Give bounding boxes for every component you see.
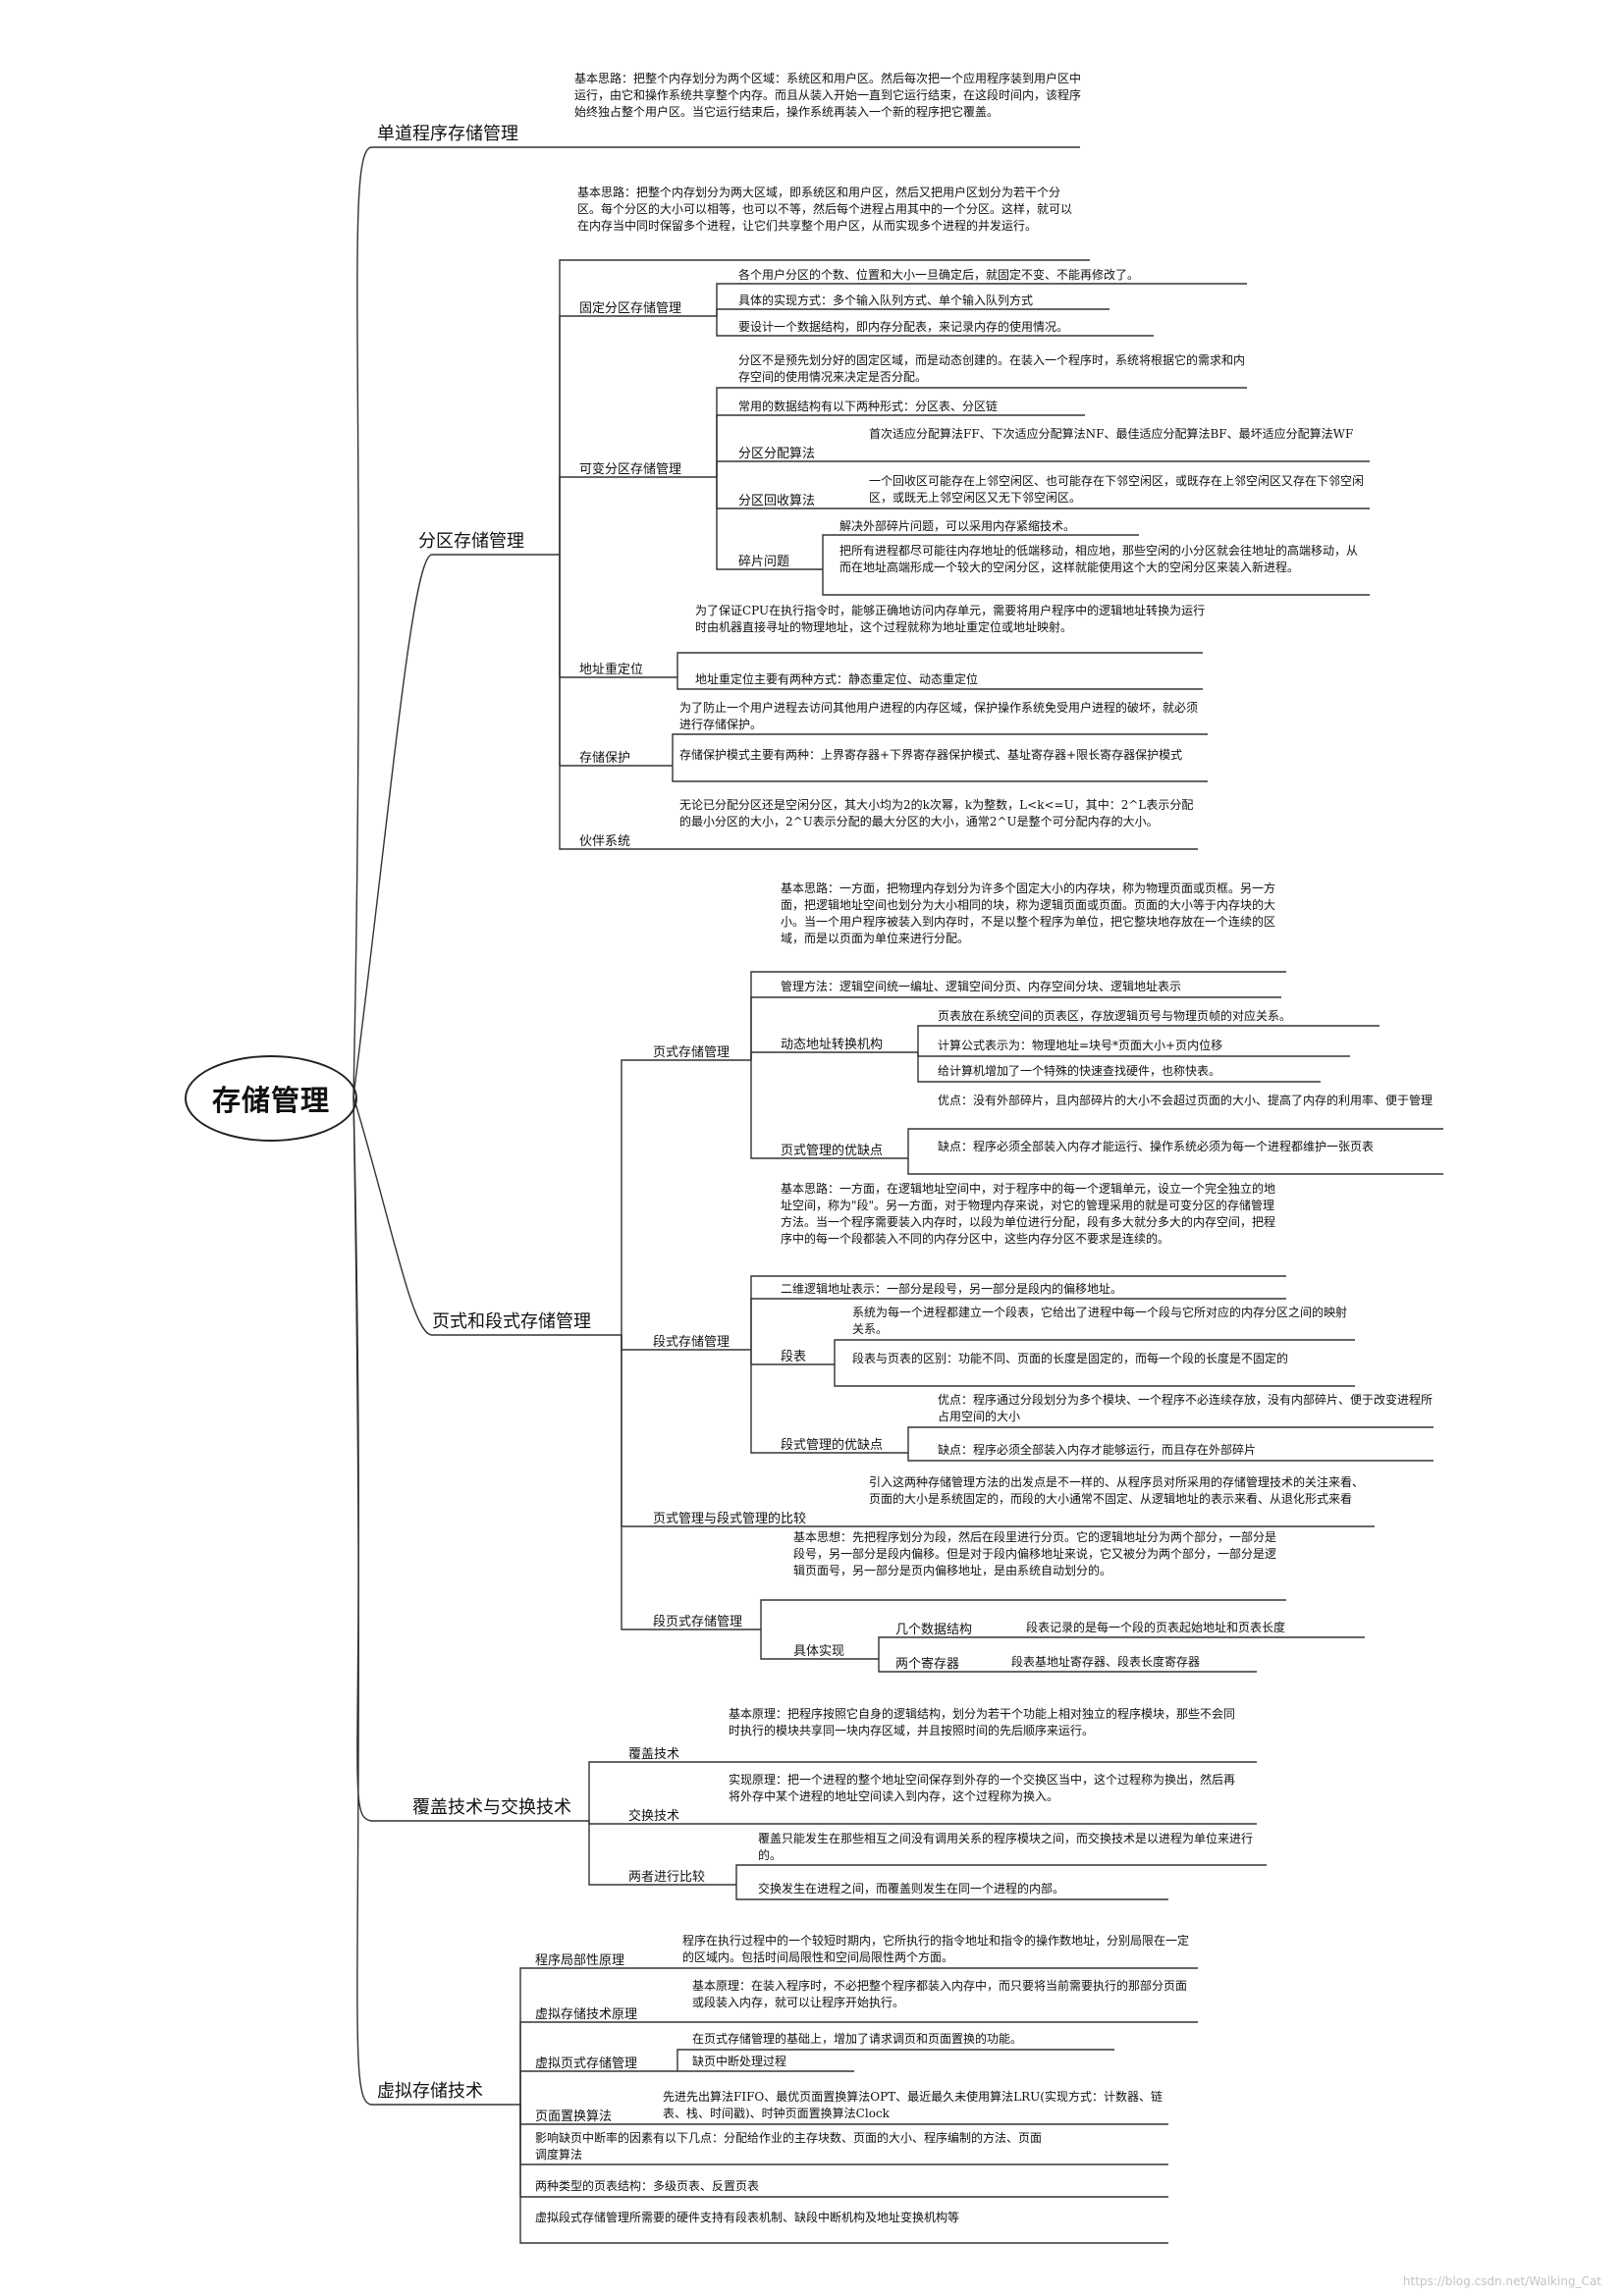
partition-idea-text: 基本思路：把整个内存划分为两大区域，即系统区和用户区，然后又把用户区划分为若干个… xyxy=(577,186,1073,233)
fragment-compaction-text: 把所有进程都尽可能往内存地址的低端移动，相应地，那些空闲的小分区就会往地址的高端… xyxy=(839,544,1359,574)
segment-pros-cons-label: 段式管理的优缺点 xyxy=(781,1438,884,1453)
swap-text: 实现原理：把一个进程的整个地址空间保存到外存的一个交换区当中，这个过程称为换出，… xyxy=(729,1773,1236,1803)
dynamic-address-label: 动态地址转换机构 xyxy=(781,1038,884,1052)
paging-idea-text: 基本思路：一方面，把物理内存划分为许多个固定大小的内存块，称为物理页面或页框。另… xyxy=(781,881,1276,945)
fragment-label: 碎片问题 xyxy=(738,555,790,569)
segment-table-text: 系统为每一个进程都建立一个段表，它给出了进程中每一个段与它所对应的内存分区之间的… xyxy=(852,1306,1348,1336)
alloc-algorithm-text: 首次适应分配算法FF、下次适应分配算法NF、最佳适应分配算法BF、最坏适应分配算… xyxy=(869,427,1354,441)
topic-overlay-swap: 覆盖技术与交换技术 xyxy=(412,1797,571,1818)
fixed-partition-label: 固定分区存储管理 xyxy=(579,301,682,316)
watermark: https://blog.csdn.net/Walking_Cat xyxy=(1402,2274,1601,2288)
root-title: 存储管理 xyxy=(211,1084,330,1117)
page-fault-factors-text: 影响缺页中断率的因素有以下几点：分配给作业的主存块数、页面的大小、程序编制的方法… xyxy=(535,2131,1043,2162)
paging-label: 页式存储管理 xyxy=(653,1045,730,1060)
virtual-paging-text: 在页式存储管理的基础上，增加了请求调页和页面置换的功能。 xyxy=(692,2032,1023,2046)
topic-paging-segmentation: 页式和段式存储管理 xyxy=(432,1311,591,1332)
buddy-system-text: 无论已分配分区还是空闲分区，其大小均为2的k次幂，k为整数，L<k<=U，其中：… xyxy=(679,798,1194,828)
registers-label: 两个寄存器 xyxy=(895,1657,960,1672)
dynamic-tlb-text: 给计算机增加了一个特殊的快速查找硬件，也称快表。 xyxy=(938,1064,1221,1078)
data-structures-text: 段表记录的是每一个段的页表起始地址和页表长度 xyxy=(1026,1621,1286,1634)
variable-idea-text: 分区不是预先划分好的固定区域，而是动态创建的。在装入一个程序时，系统将根据它的需… xyxy=(738,353,1246,384)
virtual-principle-label: 虚拟存储技术原理 xyxy=(535,2007,638,2022)
reclaim-algorithm-text: 一个回收区可能存在上邻空闲区、也可能存在下邻空闲区，或既存在上邻空闲区又存在下邻… xyxy=(869,474,1365,505)
page-fault-label: 缺页中断处理过程 xyxy=(692,2055,787,2068)
page-replacement-label: 页面置换算法 xyxy=(535,2109,613,2124)
paging-pros-text: 优点：没有外部碎片，且内部碎片的大小不会超过页面的大小、提高了内存的利用率、便于… xyxy=(938,1094,1434,1107)
fixed-item-2: 具体的实现方式：多个输入队列方式、单个输入队列方式 xyxy=(738,294,1034,307)
overlay-swap-compare-label: 两者进行比较 xyxy=(628,1870,706,1885)
protection-modes-text: 存储保护模式主要有两种：上界寄存器+下界寄存器保护模式、基址寄存器+限长寄存器保… xyxy=(679,748,1183,762)
locality-label: 程序局部性原理 xyxy=(535,1953,625,1968)
segment-pros-text: 优点：程序通过分段划分为多个模块、一个程序不必连续存放，没有内部碎片、便于改变进… xyxy=(938,1393,1434,1423)
fragment-solution-text: 解决外部碎片问题，可以采用内存紧缩技术。 xyxy=(839,519,1076,533)
root-node: 存储管理 xyxy=(185,1055,357,1142)
segmentation-idea-text: 基本思路：一方面，在逻辑地址空间中，对于程序中的每一个逻辑单元，设立一个完全独立… xyxy=(781,1182,1276,1246)
reclaim-algorithm-label: 分区回收算法 xyxy=(738,494,816,508)
protection-text: 为了防止一个用户进程去访问其他用户进程的内存区域，保护操作系统免受用户进程的破坏… xyxy=(679,701,1199,731)
segment-vs-page-text: 段表与页表的区别：功能不同、页面的长度是固定的，而每一个段的长度是不固定的 xyxy=(852,1352,1289,1365)
paging-cons-text: 缺点：程序必须全部装入内存才能运行、操作系统必须为每一个进程都维护一张页表 xyxy=(938,1140,1375,1153)
protection-label: 存储保护 xyxy=(579,751,631,766)
data-structures-label: 几个数据结构 xyxy=(895,1623,973,1637)
compare-text-2: 交换发生在进程之间，而覆盖则发生在同一个进程的内部。 xyxy=(758,1882,1065,1896)
page-segment-compare-text: 引入这两种存储管理方法的出发点是不一样的、从程序员对所采用的存储管理技术的关注来… xyxy=(869,1475,1365,1506)
segment-table-label: 段表 xyxy=(781,1350,807,1364)
relocation-modes-text: 地址重定位主要有两种方式：静态重定位、动态重定位 xyxy=(695,672,979,686)
swap-label: 交换技术 xyxy=(628,1809,680,1824)
single-idea-text: 基本思路：把整个内存划分为两个区域：系统区和用户区。然后每次把一个应用程序装到用… xyxy=(574,72,1082,119)
page-segment-compare-label: 页式管理与段式管理的比较 xyxy=(653,1512,807,1526)
paging-pros-cons-label: 页式管理的优缺点 xyxy=(781,1144,884,1158)
fixed-item-1: 各个用户分区的个数、位置和大小一旦确定后，就固定不变、不能再修改了。 xyxy=(738,268,1140,282)
page-table-types-text: 两种类型的页表结构：多级页表、反置页表 xyxy=(535,2179,760,2193)
alloc-algorithm-label: 分区分配算法 xyxy=(738,447,816,461)
variable-partition-label: 可变分区存储管理 xyxy=(579,462,682,477)
overlay-label: 覆盖技术 xyxy=(628,1747,680,1762)
variable-ds-text: 常用的数据结构有以下两种形式：分区表、分区链 xyxy=(738,400,999,413)
overlay-text: 基本原理：把程序按照它自身的逻辑结构，划分为若干个功能上相对独立的程序模块，那些… xyxy=(729,1707,1236,1737)
virtual-segment-hardware-text: 虚拟段式存储管理所需要的硬件支持有段表机制、缺段中断机构及地址变换机构等 xyxy=(535,2211,960,2224)
segmentation-label: 段式存储管理 xyxy=(653,1335,730,1350)
dynamic-formula-text: 计算公式表示为：物理地址=块号*页面大小+页内位移 xyxy=(938,1039,1223,1052)
implementation-label: 具体实现 xyxy=(793,1644,845,1659)
dynamic-pagetable-text: 页表放在系统空间的页表区，存放逻辑页号与物理页帧的对应关系。 xyxy=(938,1009,1292,1023)
relocation-text: 为了保证CPU在执行指令时，能够正确地访问内存单元，需要将用户程序中的逻辑地址转… xyxy=(695,604,1206,634)
segment-page-idea-text: 基本思想：先把程序划分为段，然后在段里进行分页。它的逻辑地址分为两个部分，一部分… xyxy=(793,1530,1277,1577)
page-replacement-text: 先进先出算法FIFO、最优页面置换算法OPT、最近最久未使用算法LRU(实现方式… xyxy=(663,2090,1163,2120)
paging-method-text: 管理方法：逻辑空间统一编址、逻辑空间分页、内存空间分块、逻辑地址表示 xyxy=(781,980,1182,993)
topic-virtual-memory: 虚拟存储技术 xyxy=(377,2081,483,2102)
virtual-principle-text: 基本原理：在装入程序时，不必把整个程序都装入内存中，而只要将当前需要执行的那部分… xyxy=(692,1979,1188,2009)
relocation-label: 地址重定位 xyxy=(579,663,644,677)
segment-cons-text: 缺点：程序必须全部装入内存才能够运行，而且存在外部碎片 xyxy=(938,1443,1257,1457)
compare-text-1: 覆盖只能发生在那些相互之间没有调用关系的程序模块之间，而交换技术是以进程为单位来… xyxy=(758,1832,1254,1862)
locality-text: 程序在执行过程中的一个较短时期内，它所执行的指令地址和指令的操作数地址，分别局限… xyxy=(682,1934,1190,1964)
registers-text: 段表基地址寄存器、段表长度寄存器 xyxy=(1011,1655,1201,1669)
buddy-system-label: 伙伴系统 xyxy=(579,834,631,849)
segment-page-label: 段页式存储管理 xyxy=(653,1615,743,1629)
segment-address-text: 二维逻辑地址表示：一部分是段号，另一部分是段内的偏移地址。 xyxy=(781,1282,1123,1296)
fixed-item-3: 要设计一个数据结构，即内存分配表，来记录内存的使用情况。 xyxy=(738,320,1069,334)
virtual-paging-label: 虚拟页式存储管理 xyxy=(535,2056,638,2071)
topic-partition: 分区存储管理 xyxy=(418,531,524,552)
topic-single-program: 单道程序存储管理 xyxy=(377,124,518,144)
